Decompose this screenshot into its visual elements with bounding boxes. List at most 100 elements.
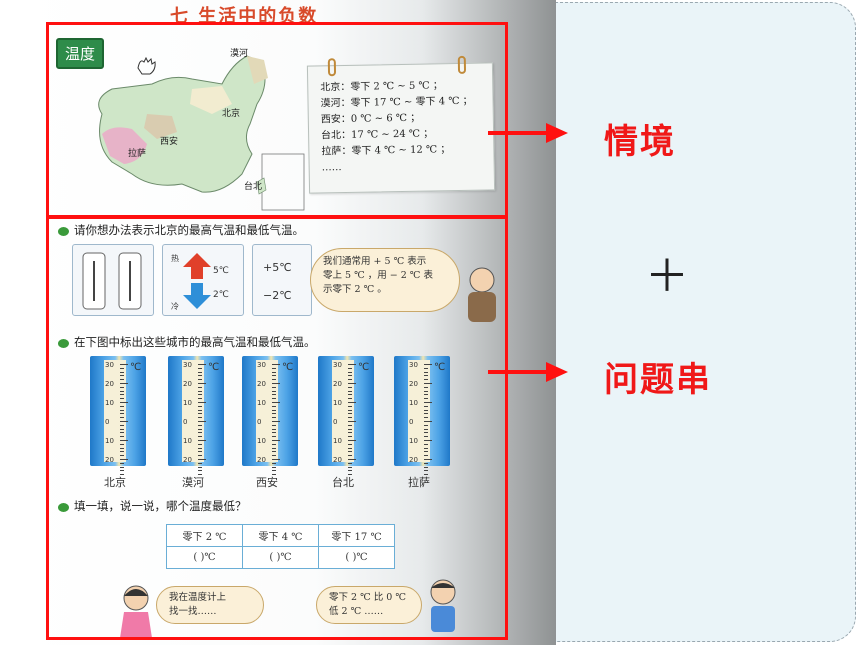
thermometer-unit: ℃: [130, 362, 142, 373]
thermometer-tick: [424, 462, 428, 464]
scenario-label: 情境: [604, 122, 676, 162]
arrow-card: 热 冷 5℃ 2℃: [162, 244, 244, 316]
thermometer-tick: [348, 436, 352, 438]
china-map-illustration: 漠河 北京 西安 拉萨 台北: [98, 47, 305, 211]
thermometer-tick-label: 0: [257, 418, 262, 426]
thermometer-tick: [198, 383, 206, 384]
thermometer-tick: [120, 417, 124, 419]
thermometer-tick-label: 10: [409, 437, 418, 445]
thermometer-tick: [272, 447, 276, 449]
girl-figure: [120, 585, 152, 638]
thermometer-tick: [120, 375, 124, 377]
card-cold-label: 冷: [171, 301, 179, 311]
thermometer-tick: [198, 413, 202, 415]
thermometer-tick: [424, 413, 428, 415]
thermometer-tick: [120, 459, 128, 460]
thermometer-tick: [348, 402, 356, 403]
thermometer-tick: [120, 432, 124, 434]
thermometer-tick-label: 10: [333, 437, 342, 445]
card-cold-value: 2℃: [213, 290, 229, 300]
thermometer-tick: [348, 383, 356, 384]
thermometer-tick: [198, 466, 202, 468]
thermometer-tick: [424, 417, 428, 419]
table-row: ( )℃ ( )℃ ( )℃: [166, 546, 395, 569]
thermometer-tick: [198, 462, 202, 464]
city-label: 西安: [256, 476, 278, 489]
bullet-icon: [58, 226, 69, 236]
thermometer-tick: [348, 451, 352, 453]
thermometer-tick: [272, 470, 276, 472]
thermometer-tick: [272, 375, 276, 377]
thermometer-tick: [120, 436, 124, 438]
thermometer-tick-label: 20: [333, 380, 342, 388]
plus-sign: ＋: [645, 251, 689, 302]
thermometer-tick: [348, 443, 352, 445]
thermometer-tick-label: 20: [183, 456, 192, 464]
thermometer-tick: [198, 421, 206, 422]
thermometer-tick: [424, 402, 432, 403]
thermometer-tick: [120, 367, 124, 369]
thermometer-tick: [348, 413, 352, 415]
thermometer-tick-label: 20: [183, 380, 192, 388]
thermometer-tick: [424, 424, 428, 426]
thermometer-tick: [120, 390, 124, 392]
thermometer-tick: [348, 459, 356, 460]
thermometer-tick: [198, 394, 202, 396]
thermometer-tick: [198, 436, 202, 438]
thermometer-tick: [424, 451, 428, 453]
thermometer-tick: [120, 402, 128, 403]
thermometer-tick: [348, 455, 352, 457]
thermometer-tick: [120, 364, 128, 365]
card-warm-value: 5℃: [213, 266, 229, 276]
thermometer-tick: [120, 386, 124, 388]
girl-speech-bubble: 我在温度计上 找一找……: [156, 586, 264, 624]
card-minus-value: −2℃: [263, 289, 292, 302]
thermometer-tick: [198, 371, 202, 373]
hand-icon: [137, 56, 156, 75]
thermometer-tick: [198, 470, 202, 472]
thermometer-tick: [198, 398, 202, 400]
thermometer-tick-label: 0: [409, 418, 414, 426]
thermometer-tick: [348, 428, 352, 430]
thermometer-tick: [424, 421, 432, 422]
thermometer-tick: [424, 436, 428, 438]
thermometer-tick-label: 20: [105, 380, 114, 388]
thermometer-tick-label: 10: [257, 399, 266, 407]
thermometer-tick: [198, 440, 206, 441]
thermometer-tick: [120, 383, 128, 384]
thermometer-tick: [348, 470, 352, 472]
thermometer-tick: [272, 379, 276, 381]
thermometer-tick: [348, 364, 356, 365]
thermometer-tick: [424, 390, 428, 392]
thermometer-tick: [272, 424, 276, 426]
thermometer-tick-label: 30: [257, 361, 266, 369]
map-label-lasa: 拉萨: [128, 147, 146, 159]
question-highlight-box: [46, 216, 508, 640]
thermometer-tick-label: 10: [333, 399, 342, 407]
thermometer-tick-label: 10: [409, 399, 418, 407]
thermometer-tick: [348, 474, 352, 476]
thermometer-tick-label: 30: [183, 361, 192, 369]
thermometer-tick: [272, 398, 276, 400]
thermometer-tick: [198, 443, 202, 445]
thermometer-tick: [272, 394, 276, 396]
thermometer-tick: [272, 383, 280, 384]
city-label: 拉萨: [408, 476, 430, 489]
thermometer-unit: ℃: [434, 362, 446, 373]
thermometer-tick: [198, 474, 202, 476]
thermometer-tick: [272, 436, 276, 438]
thermometer-tick: [272, 462, 276, 464]
thermometer-tick: [198, 367, 202, 369]
thermometer-tick: [198, 424, 202, 426]
thermometer-tick: [348, 390, 352, 392]
temperature-badge: 温度: [56, 38, 105, 69]
thermometer-tick: [120, 443, 124, 445]
thermometer-tick: [424, 375, 428, 377]
thermometer-tick: [348, 398, 352, 400]
thermometer-tick: [198, 402, 206, 403]
thermometer-tick: [348, 409, 352, 411]
thermometer-tick: [272, 405, 276, 407]
thermometer-tick: [424, 428, 428, 430]
